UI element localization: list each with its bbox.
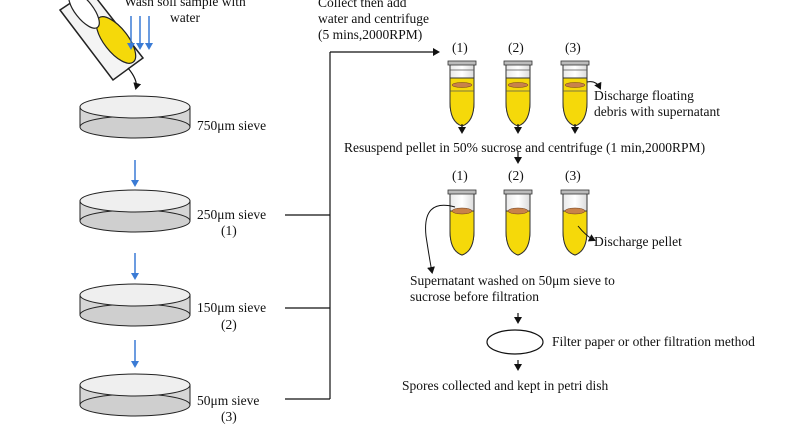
supernatant-line1: Supernatant washed on 50μm sieve to [410, 273, 615, 288]
sieve-50-number: (3) [221, 409, 237, 424]
sieve-750 [79, 95, 191, 139]
wash-label-line2: water [170, 10, 200, 25]
tube-top-3 [560, 60, 590, 127]
water-arrows [127, 16, 153, 50]
sieve-50 [79, 373, 191, 417]
collection-bracket [285, 48, 440, 400]
tube-bottom-number-2: (2) [508, 168, 524, 183]
discharge-floating-line2: debris with supernatant [594, 104, 720, 119]
sieve-150 [79, 283, 191, 327]
sieve-250-number: (1) [221, 223, 237, 238]
wash-label-line1: Wash soil sample with [124, 0, 246, 9]
wash-label: Wash soil sample with water [110, 0, 260, 26]
tube-top-number-1: (1) [452, 40, 468, 55]
filter-paper-icon [486, 329, 544, 355]
tube-top-2 [503, 60, 533, 127]
supernatant-line2: sucrose before filtration [410, 289, 539, 304]
sieve-150-number: (2) [221, 317, 237, 332]
sieve-50-label: 50μm sieve [197, 393, 260, 408]
tube-bottom-2 [503, 189, 533, 256]
discharge-floating-label: Discharge floating debris with supernata… [594, 88, 720, 120]
sieve-250 [79, 189, 191, 233]
sieve-750-label: 750μm sieve [197, 118, 267, 133]
tube-bottom-number-3: (3) [565, 168, 581, 183]
discharge-floating-pointer [586, 81, 602, 90]
tube-top-1 [447, 60, 477, 127]
tube-top-number-2: (2) [508, 40, 524, 55]
collect-label: Collect then add water and centrifuge (5… [318, 0, 429, 43]
wash-bucket [58, 0, 145, 82]
tube-bottom-1 [447, 189, 477, 256]
collect-line1: Collect then add [318, 0, 407, 10]
filter-label: Filter paper or other filtration method [552, 334, 755, 349]
tube-bottom-3 [560, 189, 590, 256]
sieve-250-label: 250μm sieve [197, 207, 267, 222]
resuspend-label: Resuspend pellet in 50% sucrose and cent… [344, 140, 706, 155]
tube-bottom-number-1: (1) [452, 168, 468, 183]
tube-top-number-3: (3) [565, 40, 581, 55]
discharge-floating-line1: Discharge floating [594, 88, 694, 103]
discharge-pellet-label: Discharge pellet [594, 234, 682, 249]
supernatant-label: Supernatant washed on 50μm sieve to sucr… [410, 273, 615, 305]
sieve-150-label: 150μm sieve [197, 300, 267, 315]
supernatant-pointer [425, 204, 456, 274]
spores-label: Spores collected and kept in petri dish [402, 378, 609, 393]
discharge-pellet-pointer [577, 225, 596, 242]
collect-line3: (5 mins,2000RPM) [318, 27, 423, 42]
pour-arrow [127, 67, 142, 90]
collect-line2: water and centrifuge [318, 11, 429, 26]
